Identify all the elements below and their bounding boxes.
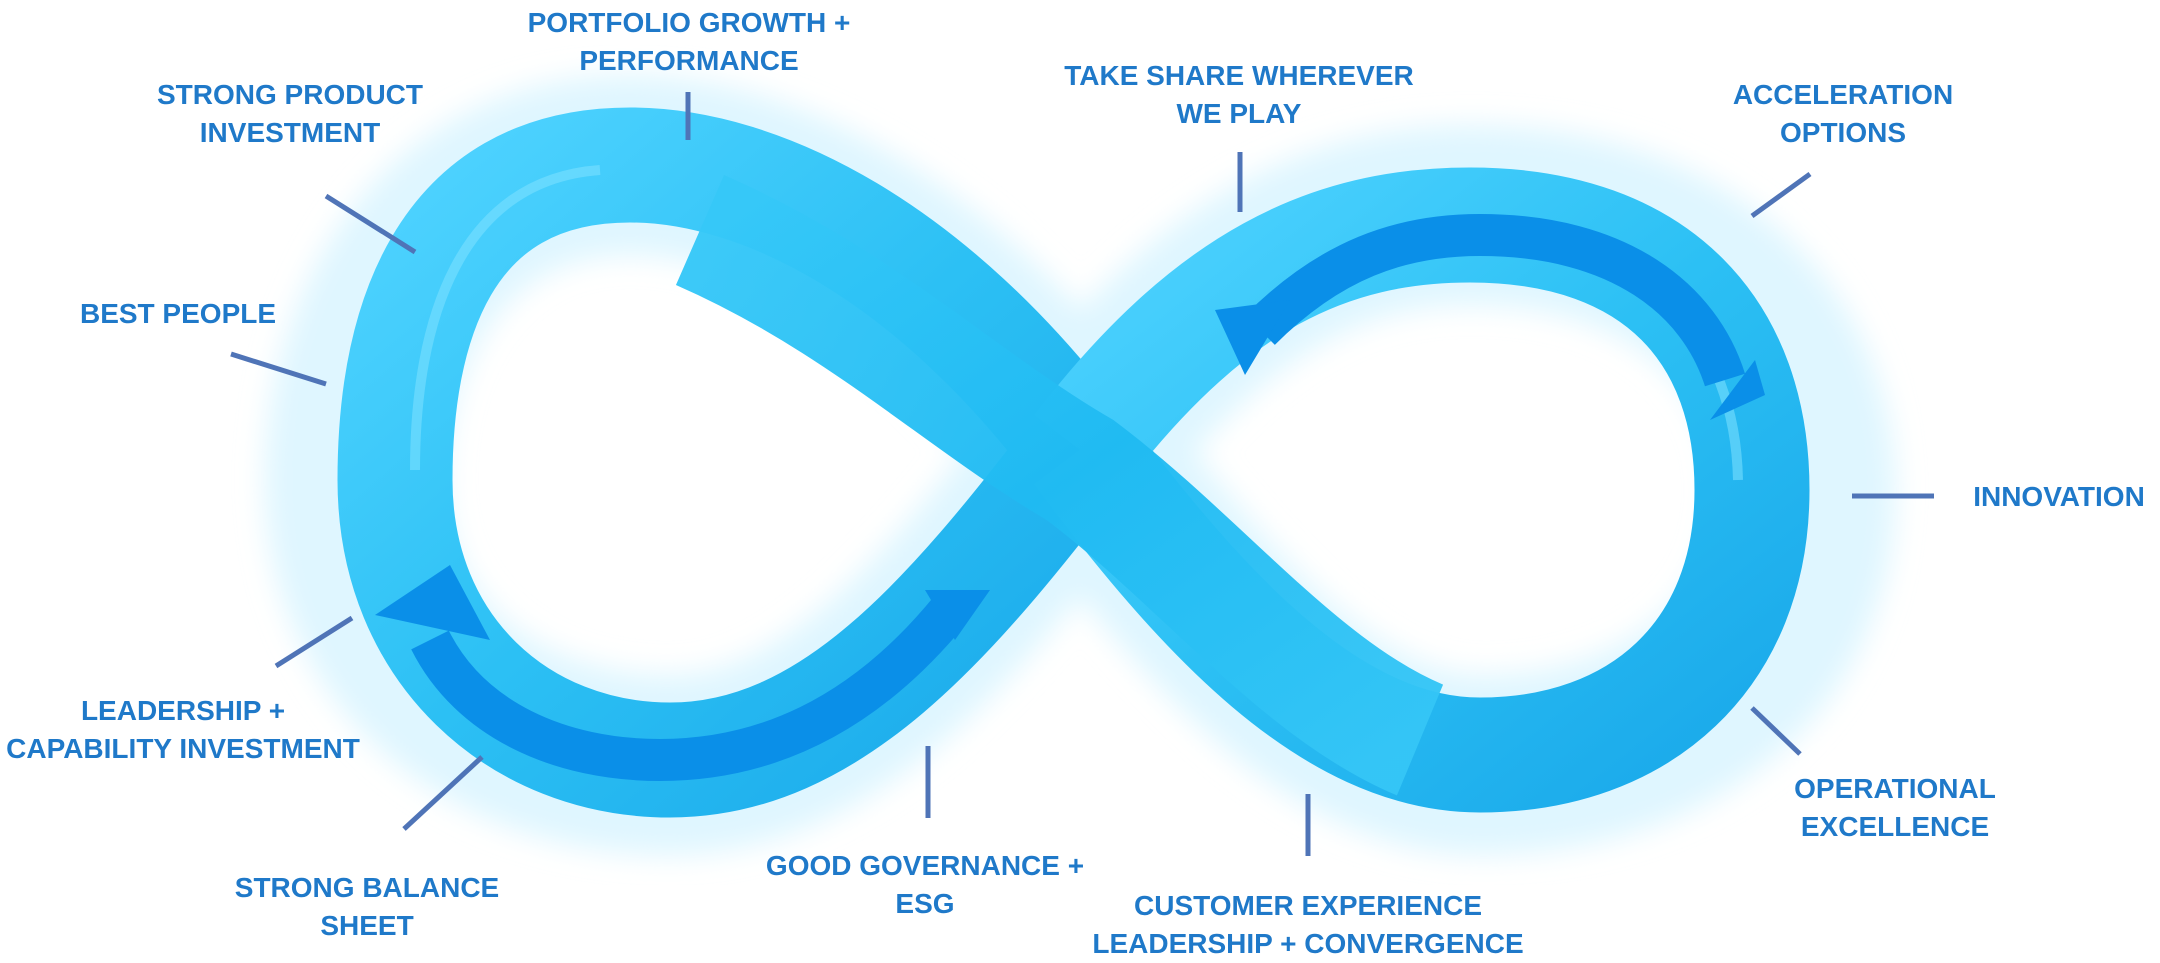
label-portfolio: PORTFOLIO GROWTH + PERFORMANCE bbox=[527, 7, 851, 76]
label-customer: CUSTOMER EXPERIENCE LEADERSHIP + CONVERG… bbox=[1092, 890, 1524, 959]
tick-balance bbox=[402, 755, 484, 831]
label-acceleration: ACCELERATION OPTIONS bbox=[1732, 79, 1954, 148]
right-loop-arrow bbox=[1215, 213, 1765, 420]
label-operational: OPERATIONAL EXCELLENCE bbox=[1794, 773, 1996, 842]
label-leadership: LEADERSHIP + CAPABILITY INVESTMENT bbox=[6, 695, 360, 764]
tick-product bbox=[324, 193, 417, 255]
tick-leadership bbox=[274, 615, 354, 669]
label-governance: GOOD GOVERNANCE + ESG bbox=[765, 850, 1085, 919]
label-share: TAKE SHARE WHEREVER WE PLAY bbox=[1064, 60, 1414, 129]
tick-operational bbox=[1750, 706, 1802, 756]
band-highlight-left bbox=[410, 165, 601, 471]
connector-ticks bbox=[230, 92, 1934, 856]
label-people: BEST PEOPLE bbox=[79, 298, 277, 329]
label-balance: STRONG BALANCE SHEET bbox=[234, 872, 500, 941]
left-loop-arrow bbox=[375, 565, 990, 782]
label-innovation: INNOVATION bbox=[1973, 481, 2145, 512]
tick-acceleration bbox=[1750, 171, 1812, 219]
label-product: STRONG PRODUCT INVESTMENT bbox=[157, 79, 423, 148]
tick-people bbox=[230, 351, 327, 387]
infinity-crossing bbox=[675, 175, 1445, 796]
